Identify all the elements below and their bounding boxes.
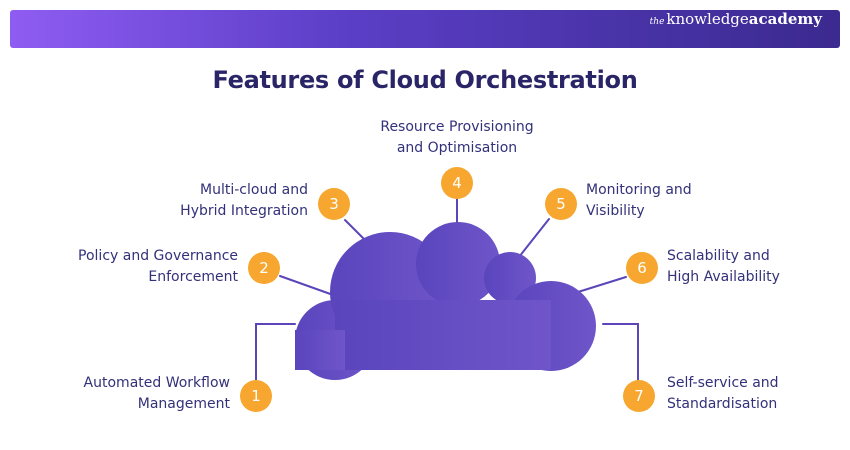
connector-7 [602,323,639,381]
feature-badge-2: 2 [248,252,280,284]
feature-label-7: Self-service and Standardisation [667,375,779,412]
feature-label-6: Scalability and High Availability [667,248,780,285]
feature-badge-7: 7 [623,380,655,412]
feature-badge-4: 4 [441,167,473,199]
feature-badge-3: 3 [318,188,350,220]
connector-1 [255,323,296,381]
feature-badge-5: 5 [545,188,577,220]
page-title: Features of Cloud Orchestration [212,66,638,94]
cloud-shape [295,222,596,380]
connector-5 [518,218,550,258]
header-banner [10,10,840,48]
feature-label-3: Multi-cloud and Hybrid Integration [180,182,308,219]
feature-badge-1: 1 [240,380,272,412]
connector-2 [279,275,337,297]
connector-6 [577,276,627,293]
feature-label-4: Resource Provisioning and Optimisation [380,119,534,156]
feature-label-1: Automated Workflow Management [83,375,230,412]
feature-badge-6: 6 [626,252,658,284]
feature-label-5: Monitoring and Visibility [586,182,692,219]
feature-label-2: Policy and Governance Enforcement [78,248,238,285]
